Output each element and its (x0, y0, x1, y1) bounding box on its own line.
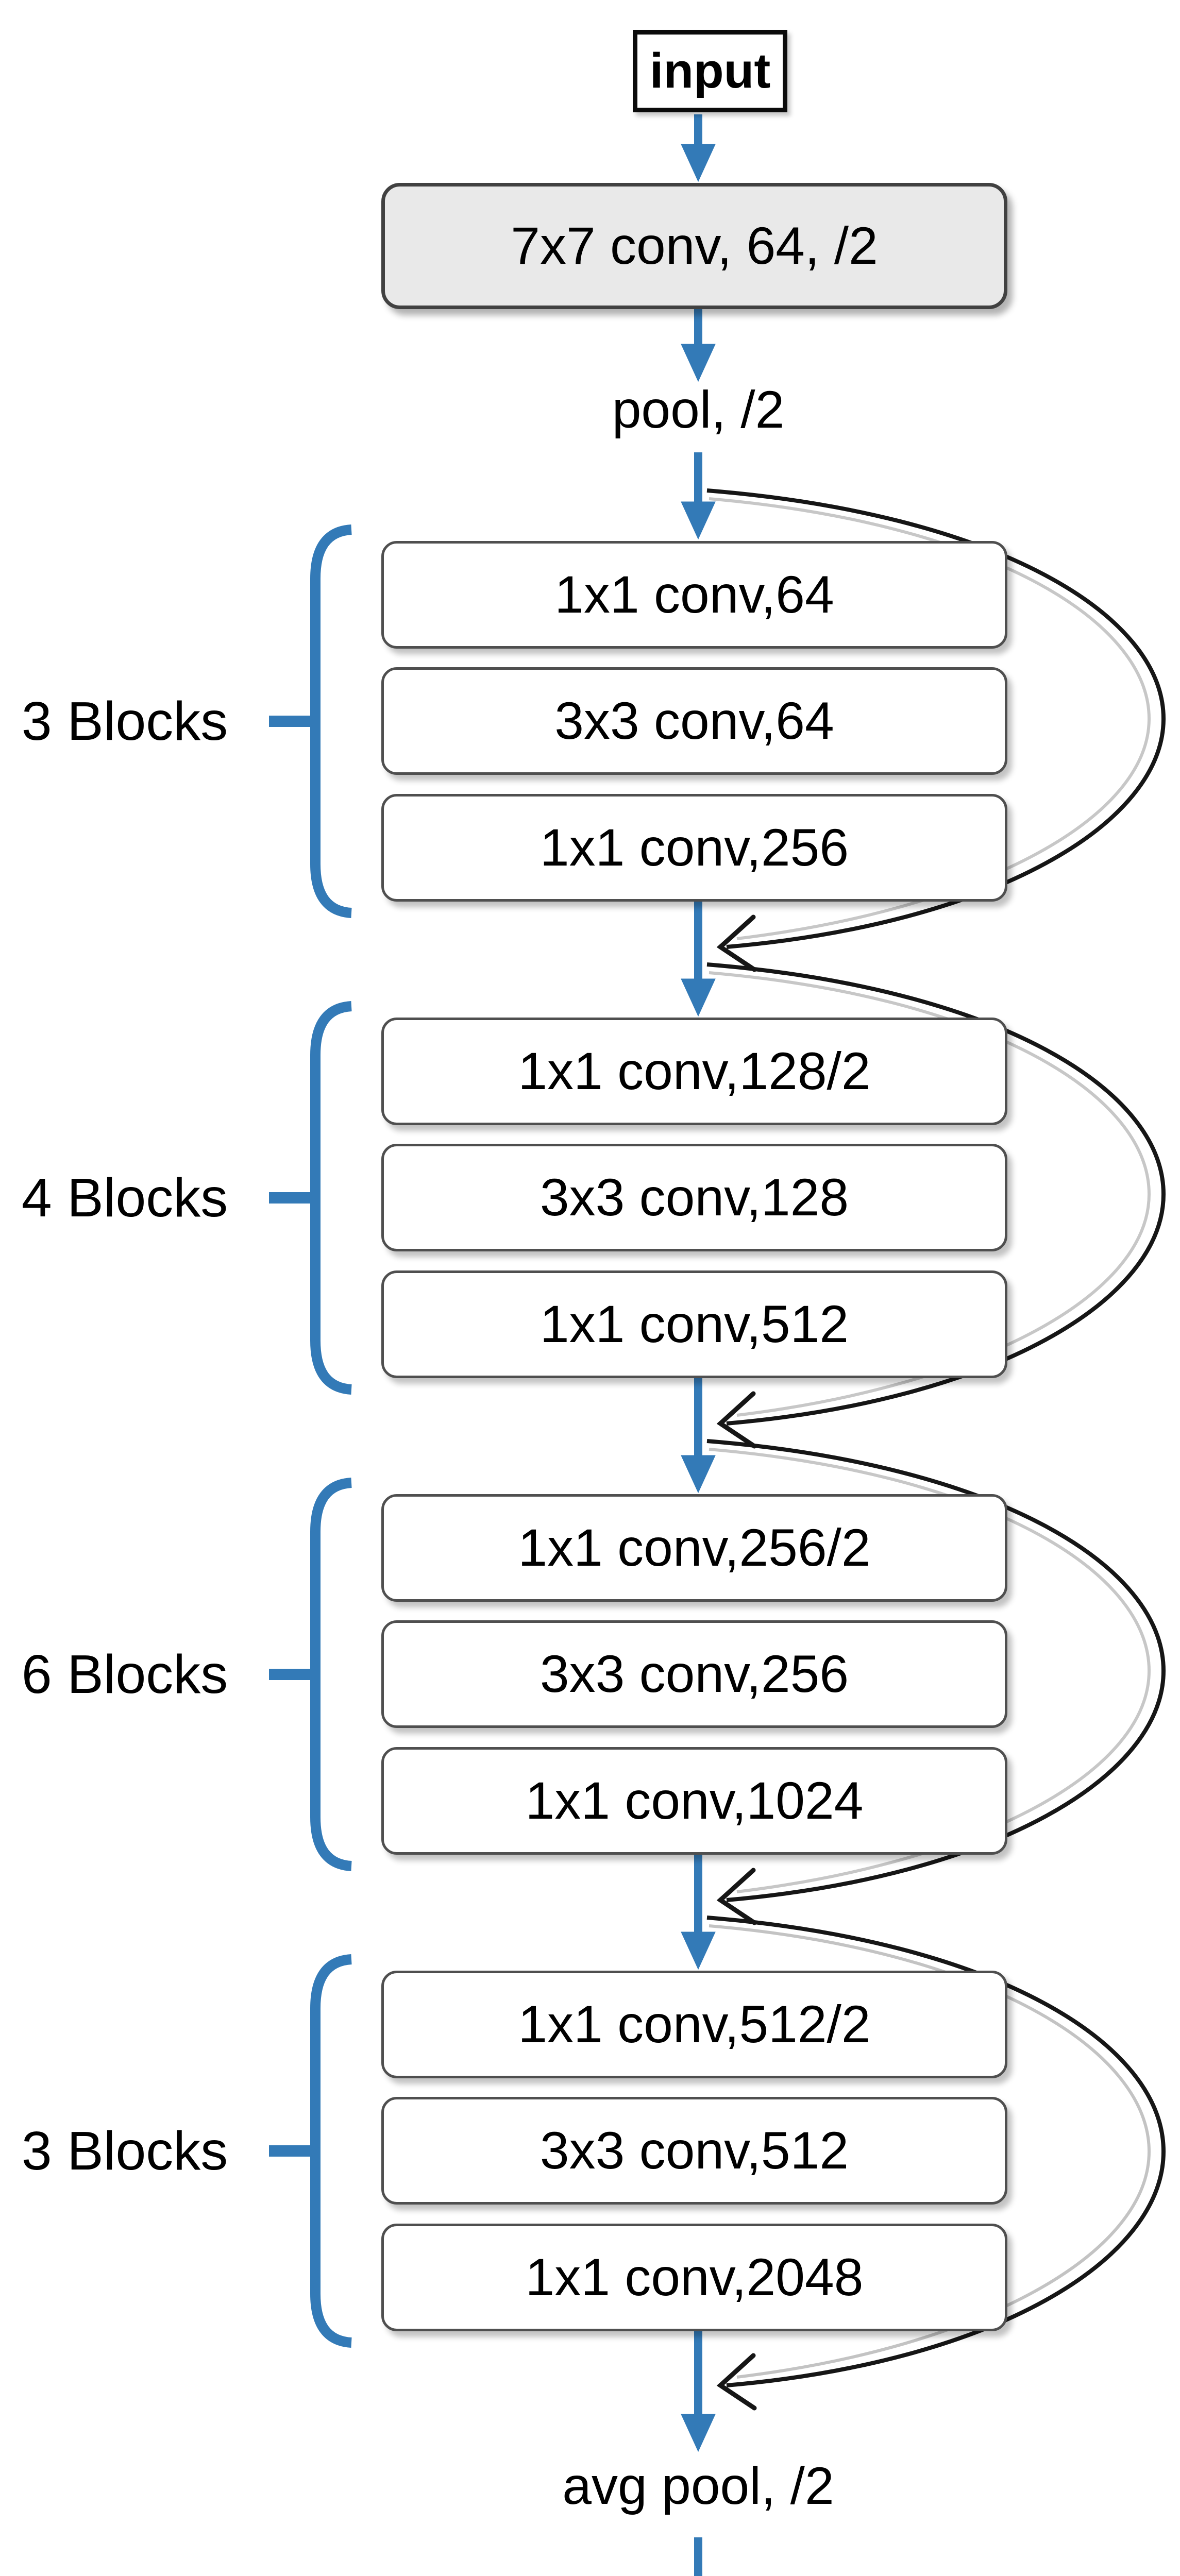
skip-arrow-head (716, 1868, 757, 1925)
block-row: 3x3 conv,128 (381, 1144, 1007, 1251)
block-row: 1x1 conv,512 (381, 1270, 1007, 1378)
group-label-4: 3 Blocks (21, 2120, 228, 2181)
block-row: 3x3 conv,256 (381, 1620, 1007, 1728)
group-braces (269, 524, 352, 2348)
block-row: 3x3 conv,64 (381, 667, 1007, 775)
block-row: 1x1 conv,256 (381, 794, 1007, 902)
group-label-1: 3 Blocks (21, 690, 228, 752)
skip-arc (706, 1439, 1166, 1902)
group-brace (310, 524, 352, 918)
skip-arrow-head (716, 1391, 757, 1449)
input-node: input (633, 30, 787, 112)
pool-label: pool, /2 (612, 380, 785, 439)
avgpool-label: avg pool, /2 (562, 2456, 834, 2515)
block-row: 1x1 conv,64 (381, 541, 1007, 649)
skip-arrow-head (716, 914, 757, 972)
flow-arrowhead (681, 144, 716, 182)
block-row: 3x3 conv,512 (381, 2097, 1007, 2205)
group-label-3: 6 Blocks (21, 1643, 228, 1705)
flow-arrowhead (681, 344, 716, 382)
block-row: 1x1 conv,512/2 (381, 1971, 1007, 2078)
block-row: 1x1 conv,1024 (381, 1747, 1007, 1855)
stem-conv-node: 7x7 conv, 64, /2 (381, 183, 1007, 309)
group-brace (310, 1954, 352, 2348)
group-brace (310, 1001, 352, 1395)
flow-arrowhead (681, 2414, 716, 2452)
group-brace (310, 1478, 352, 1871)
skip-arc (706, 962, 1166, 1426)
skip-arc (706, 1916, 1166, 2387)
skip-arc (706, 488, 1166, 949)
flow-arrowhead (681, 1455, 716, 1494)
flow-arrowhead (681, 501, 716, 540)
group-label-2: 4 Blocks (21, 1167, 228, 1228)
flow-arrowhead (681, 978, 716, 1017)
flow-arrowhead (681, 1931, 716, 1970)
block-row: 1x1 conv,2048 (381, 2224, 1007, 2331)
skip-arrow-head (716, 2353, 757, 2411)
block-row: 1x1 conv,128/2 (381, 1018, 1007, 1125)
block-row: 1x1 conv,256/2 (381, 1494, 1007, 1602)
flow-arrows (681, 114, 716, 2576)
